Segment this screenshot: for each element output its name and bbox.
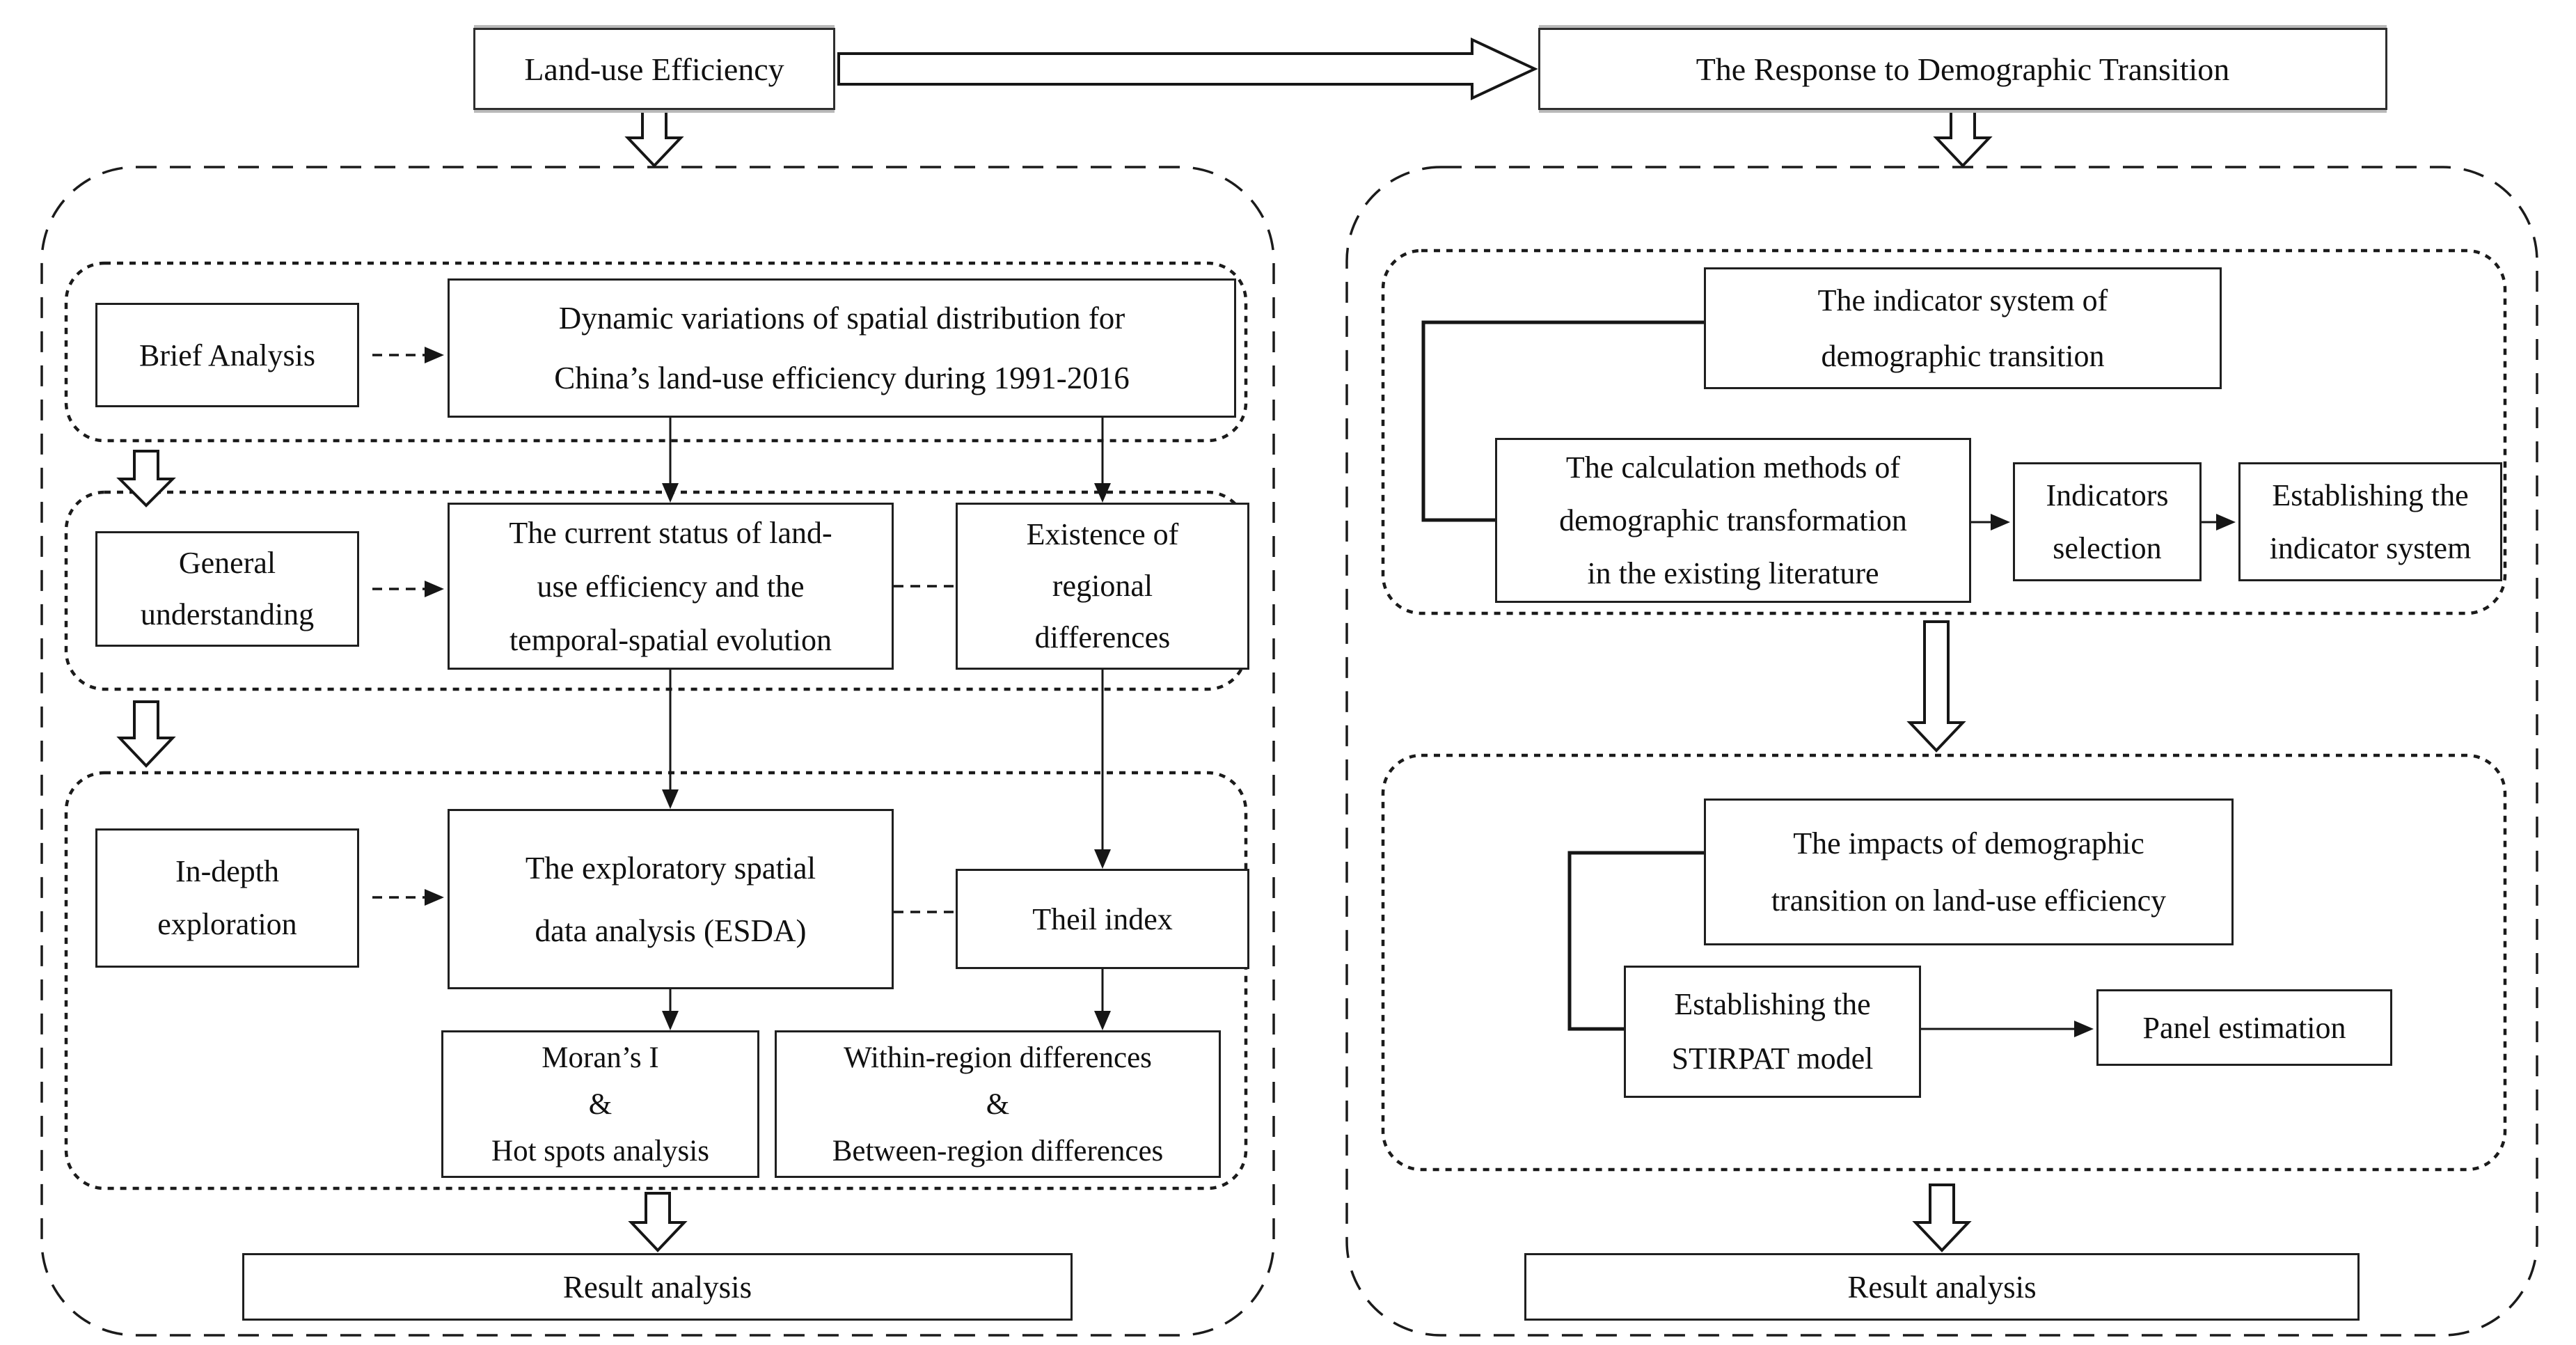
current-status-line1: The current status of land- — [509, 515, 832, 550]
impacts-line1: The impacts of demographic — [1793, 826, 2144, 860]
box-response-demographic-transition: The Response to Demographic Transition — [1538, 28, 2387, 110]
box-indicator-system: The indicator system of demographic tran… — [1704, 267, 2222, 389]
in-depth-line1: In-depth — [175, 854, 280, 888]
box-panel-estimation: Panel estimation — [2096, 989, 2392, 1066]
current-status-line3: temporal-spatial evolution — [509, 622, 832, 657]
general-understanding-line1: General — [178, 546, 276, 580]
dashed-arrow-general-arrowhead — [425, 581, 444, 597]
within-line2: & — [986, 1087, 1010, 1121]
calc-methods-line1: The calculation methods of — [1565, 450, 1901, 485]
arrow-selection-to-establishing-arrowhead — [2216, 514, 2236, 530]
general-understanding-line2: understanding — [140, 597, 315, 631]
theil-index-label: Theil index — [1032, 902, 1173, 936]
brief-analysis-label: Brief Analysis — [139, 338, 315, 372]
box-stirpat: Establishing the STIRPAT model — [1624, 966, 1921, 1098]
box-theil-index: Theil index — [956, 869, 1249, 969]
box-current-status: The current status of land- use efficien… — [448, 503, 894, 670]
establish-indicator-line1: Establishing the — [2272, 478, 2469, 512]
result-analysis-left-label: Result analysis — [562, 1269, 752, 1305]
box-brief-analysis: Brief Analysis — [95, 303, 359, 407]
esda-line2: data analysis (ESDA) — [535, 913, 807, 948]
box-region-differences: Within-region differences & Between-regi… — [775, 1030, 1221, 1178]
connector-dynamic-to-existence-arrowhead — [1094, 483, 1111, 503]
box-establishing-indicator-system: Establishing the indicator system — [2238, 462, 2502, 581]
elbow-impacts-to-stirpat — [1567, 851, 1704, 1031]
establish-indicator-line2: indicator system — [2269, 530, 2472, 565]
dashed-arrow-indepth-arrowhead — [425, 889, 444, 906]
box-in-depth-exploration: In-depth exploration — [95, 828, 359, 968]
calc-methods-line3: in the existing literature — [1587, 556, 1879, 590]
down-arrow-right-result-icon — [1912, 1183, 1972, 1252]
left-outer-container — [40, 166, 1275, 1337]
morans-line3: Hot spots analysis — [491, 1134, 709, 1167]
within-line3: Between-region differences — [832, 1134, 1164, 1167]
box-morans-hotspots: Moran’s I & Hot spots analysis — [441, 1030, 759, 1178]
within-line1: Within-region differences — [844, 1041, 1152, 1074]
calc-methods-line2: demographic transformation — [1559, 503, 1907, 537]
left-section-general — [64, 490, 1248, 691]
dynamic-variations-line1: Dynamic variations of spatial distributi… — [558, 301, 1125, 336]
down-arrow-left-2-icon — [116, 700, 176, 768]
down-arrow-landuse-icon — [624, 109, 684, 168]
stirpat-line2: STIRPAT model — [1671, 1041, 1874, 1076]
down-arrow-response-icon — [1933, 109, 1993, 168]
box-calculation-methods: The calculation methods of demographic t… — [1495, 438, 1971, 603]
indicator-system-line2: demographic transition — [1821, 338, 2105, 373]
existence-line2: regional — [1052, 569, 1153, 603]
morans-line2: & — [588, 1087, 613, 1121]
connector-existence-to-theil-arrowhead — [1094, 849, 1111, 869]
down-arrow-left-result-icon — [628, 1192, 688, 1252]
indicator-system-line1: The indicator system of — [1817, 283, 2108, 317]
left-section-brief — [64, 261, 1248, 443]
dynamic-variations-line2: China’s land-use efficiency during 1991-… — [554, 361, 1130, 395]
response-label: The Response to Demographic Transition — [1696, 51, 2230, 87]
box-land-use-efficiency: Land-use Efficiency — [473, 28, 835, 110]
land-use-efficiency-label: Land-use Efficiency — [524, 51, 784, 87]
connector-esda-to-morans-arrowhead — [662, 1011, 679, 1030]
existence-line1: Existence of — [1026, 517, 1179, 551]
panel-estimation-label: Panel estimation — [2142, 1010, 2346, 1045]
connector-theil-to-within-arrowhead — [1094, 1011, 1111, 1030]
box-general-understanding: General understanding — [95, 531, 359, 647]
box-dynamic-variations: Dynamic variations of spatial distributi… — [448, 278, 1236, 418]
down-arrow-left-1-icon — [116, 450, 176, 508]
connector-dynamic-to-current-arrowhead — [662, 483, 679, 503]
down-arrow-right-mid-icon — [1906, 620, 1966, 753]
in-depth-line2: exploration — [157, 907, 297, 941]
box-result-analysis-right: Result analysis — [1524, 1253, 2360, 1321]
box-indicators-selection: Indicators selection — [2013, 462, 2202, 581]
block-arrow-right-icon — [837, 37, 1538, 101]
result-analysis-right-label: Result analysis — [1847, 1269, 2037, 1305]
box-existence-regional-differences: Existence of regional differences — [956, 503, 1249, 670]
arrow-calc-to-selection-arrowhead — [1991, 514, 2010, 530]
arrow-stirpat-to-panel-arrowhead — [2074, 1021, 2094, 1037]
right-outer-container — [1345, 166, 2538, 1337]
existence-line3: differences — [1034, 620, 1171, 654]
box-impacts: The impacts of demographic transition on… — [1704, 799, 2234, 945]
indicators-selection-line2: selection — [2053, 530, 2162, 565]
current-status-line2: use efficiency and the — [537, 569, 805, 604]
connector-current-to-esda-arrowhead — [662, 789, 679, 809]
box-result-analysis-left: Result analysis — [242, 1253, 1073, 1321]
indicators-selection-line1: Indicators — [2046, 478, 2169, 512]
left-section-indepth — [64, 771, 1248, 1190]
stirpat-line1: Establishing the — [1674, 987, 1871, 1021]
esda-line1: The exploratory spatial — [525, 850, 816, 886]
impacts-line2: transition on land-use efficiency — [1771, 883, 2167, 918]
morans-line1: Moran’s I — [542, 1041, 659, 1074]
elbow-indicator-to-calc — [1421, 320, 1704, 522]
dashed-arrow-brief-arrowhead — [425, 347, 444, 363]
box-esda: The exploratory spatial data analysis (E… — [448, 809, 894, 989]
